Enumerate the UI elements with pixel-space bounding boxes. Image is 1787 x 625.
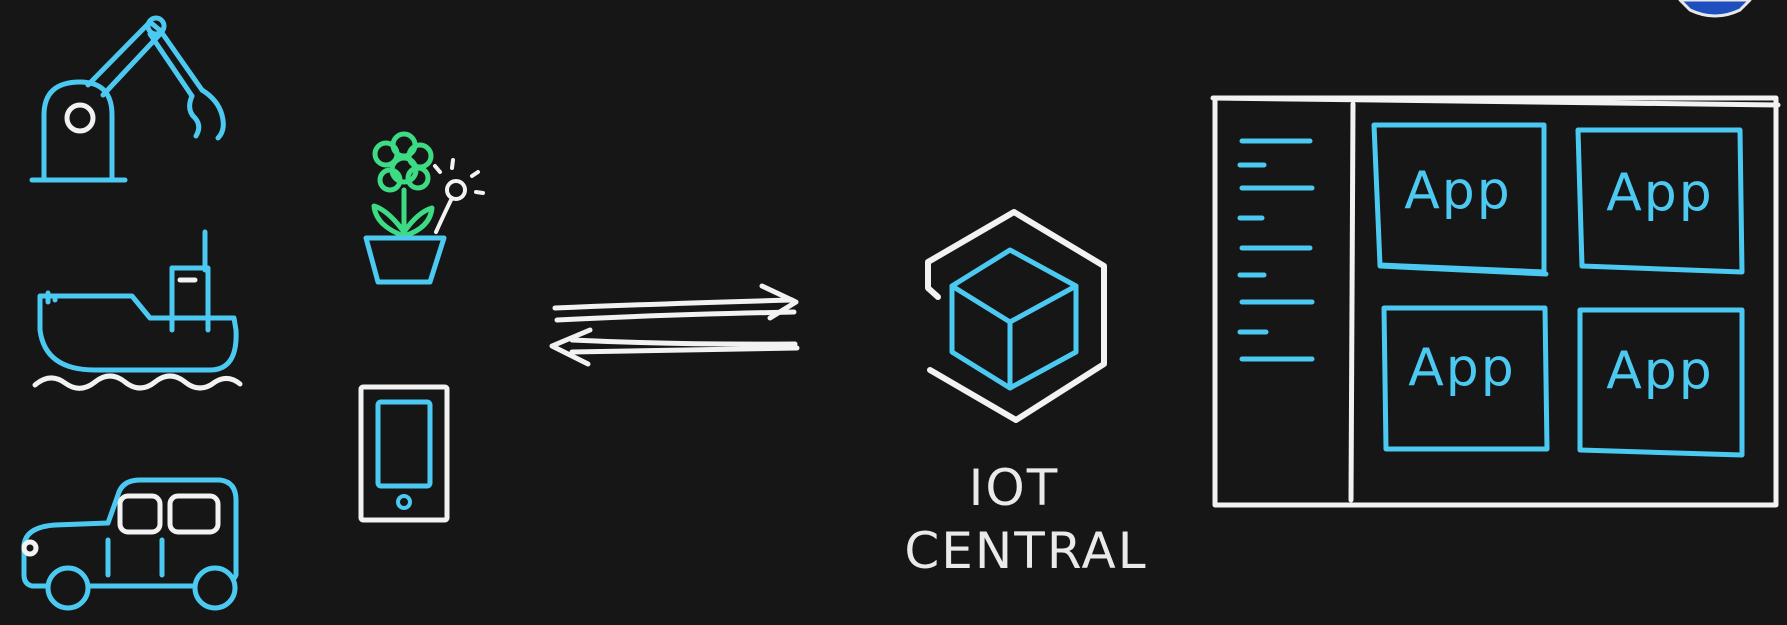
app-tile: App [1575,127,1745,275]
potted-plant-icon [363,131,485,285]
app-tile: App [1577,307,1745,458]
arrow-right-icon [552,283,799,323]
arrow-left-icon [549,327,800,367]
app-tile-label: App [1606,163,1714,223]
iot-central-logo-icon [925,209,1107,423]
hub-label-line2: CENTRAL [904,522,1147,580]
hub-label-line1: IOT [969,459,1060,517]
ship-icon [32,229,243,391]
dashboard-sidebar-menu [1237,138,1315,362]
app-tile: App [1381,305,1550,452]
car-icon [21,477,239,611]
dashboard-frame [1210,95,1781,508]
app-tile-label: App [1408,338,1516,398]
robot-arm-icon [29,15,226,183]
app-tile-label: App [1404,161,1512,221]
bidirectional-arrows [549,283,800,367]
smartphone-icon [358,384,450,523]
app-tile: App [1371,122,1549,277]
corner-logo-icon [1678,0,1752,18]
app-tile-label: App [1606,341,1714,401]
